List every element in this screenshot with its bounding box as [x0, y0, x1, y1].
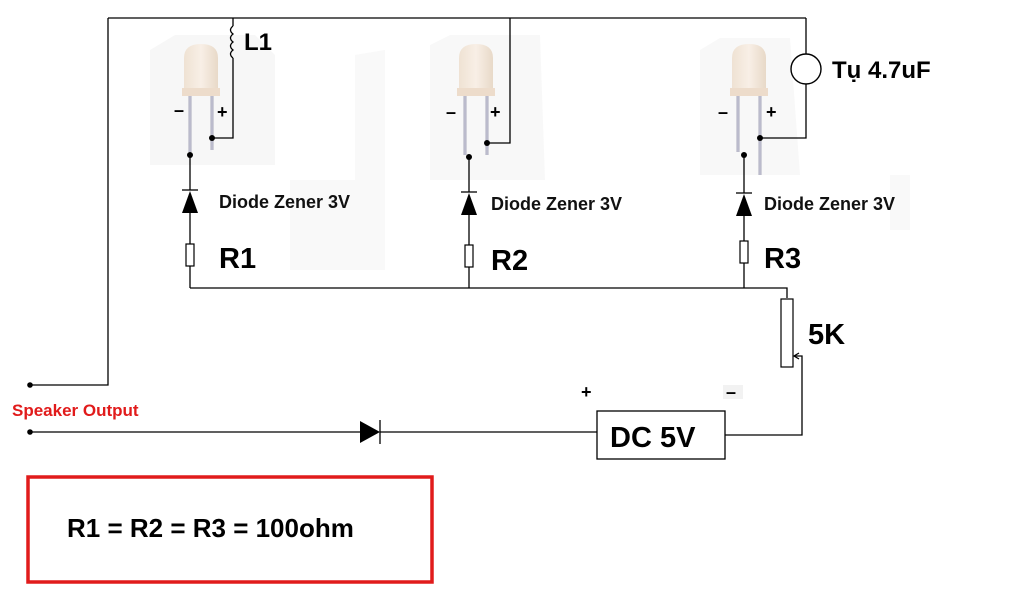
inductor-label: L1: [244, 29, 272, 56]
dc-minus-bg: [723, 385, 743, 399]
led2-plus-sign: +: [490, 102, 501, 122]
zener-2-label: Diode Zener 3V: [491, 194, 622, 214]
dc-minus-sign: –: [726, 382, 736, 402]
led2-minus-sign: –: [446, 102, 456, 122]
resistor-2-label: R2: [491, 245, 528, 277]
capacitor-icon: [790, 53, 822, 85]
zener-1-label: Diode Zener 3V: [219, 192, 350, 212]
zener-1-icon: [182, 191, 198, 213]
zener-2-icon: [461, 193, 477, 215]
pot-wiper-arrow: [792, 352, 800, 360]
speaker-wire-top: [30, 18, 109, 386]
led-1: [182, 44, 220, 152]
resistor-3-icon: [739, 240, 749, 264]
ghost-background: [150, 35, 910, 270]
resistor-1-label: R1: [219, 243, 256, 275]
zener-3-label: Diode Zener 3V: [764, 194, 895, 214]
led2-plus-junction: [484, 140, 490, 146]
dc-plus-sign: +: [581, 382, 592, 402]
zener-3-icon: [736, 194, 752, 216]
speaker-terminal-top: [27, 382, 33, 388]
note-text: R1 = R2 = R3 = 100ohm: [67, 513, 354, 543]
led3-minus-sign: –: [718, 102, 728, 122]
led1-minus-sign: –: [174, 100, 184, 120]
resistor-1-icon: [185, 243, 195, 267]
potentiometer-label: 5K: [808, 319, 845, 351]
branch-2: [461, 154, 477, 288]
led2-plus-wire: [487, 18, 511, 144]
capacitor-label: Tụ 4.7uF: [832, 57, 931, 84]
dc-supply-box: [596, 410, 726, 460]
led1-plus-junction: [209, 135, 215, 141]
pot-wiper-wire: [725, 355, 803, 436]
led3-plus-sign: +: [766, 102, 777, 122]
cap-wire-bottom: [760, 84, 807, 139]
inductor-icon: [229, 25, 235, 59]
potentiometer-icon: [780, 298, 794, 368]
branch-3: [736, 152, 752, 288]
resistor-3-label: R3: [764, 243, 801, 275]
led3-plus-junction: [757, 135, 763, 141]
speaker-output-label: Speaker Output: [12, 401, 139, 420]
led1-plus-wire: [212, 58, 234, 139]
rectifier-diode-icon: [360, 421, 380, 443]
branch-1: [182, 152, 198, 288]
note-box: [26, 475, 434, 584]
led1-plus-sign: +: [217, 102, 228, 122]
bottom-bus-wire: [190, 287, 788, 298]
speaker-terminal-bottom: [27, 429, 33, 435]
dc-supply-label: DC 5V: [610, 422, 696, 454]
resistor-2-icon: [464, 244, 474, 268]
